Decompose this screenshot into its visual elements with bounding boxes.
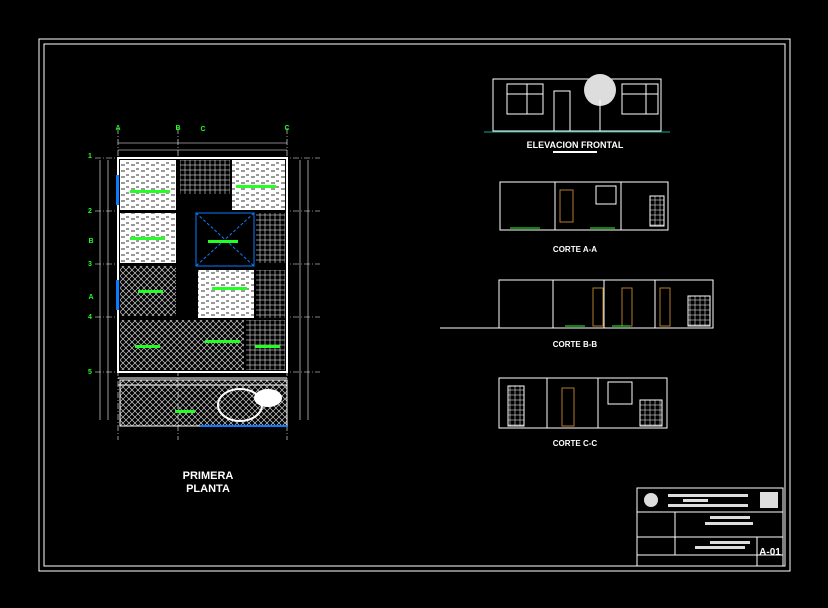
grid-label: 3 — [88, 261, 92, 268]
elevation-title: ELEVACION FRONTAL — [527, 140, 624, 150]
section-a-a: CORTE A-A — [499, 181, 669, 254]
grid-label: 5 — [88, 369, 92, 376]
grid-label: C — [284, 125, 289, 132]
grid-label: 4 — [88, 314, 92, 321]
section-b-b: CORTE B-B — [440, 279, 714, 349]
sheet-number: A-01 — [759, 547, 781, 558]
section-mark: A — [88, 294, 93, 301]
outer-border — [38, 38, 791, 572]
grid-label: A — [115, 125, 120, 132]
section-mark: B — [88, 238, 93, 245]
section-c-title: CORTE C-C — [553, 439, 598, 448]
plan-title-line2: PLANTA — [186, 483, 230, 495]
section-b-title: CORTE B-B — [553, 340, 598, 349]
inner-border — [43, 43, 786, 567]
grid-label: 1 — [88, 153, 92, 160]
plan-title-line1: PRIMERA — [183, 470, 234, 482]
section-c-c: CORTE C-C — [498, 377, 668, 448]
section-mark: C — [200, 126, 205, 133]
section-a-title: CORTE A-A — [553, 245, 597, 254]
title-block: A-01 — [636, 487, 784, 567]
front-elevation: ELEVACION FRONTAL — [484, 74, 670, 153]
grid-label: 2 — [88, 208, 92, 215]
grid-label: B — [175, 125, 180, 132]
floor-plan: 1 2 3 4 5 A B C B A C PRIMERA PLANTA — [88, 125, 320, 495]
